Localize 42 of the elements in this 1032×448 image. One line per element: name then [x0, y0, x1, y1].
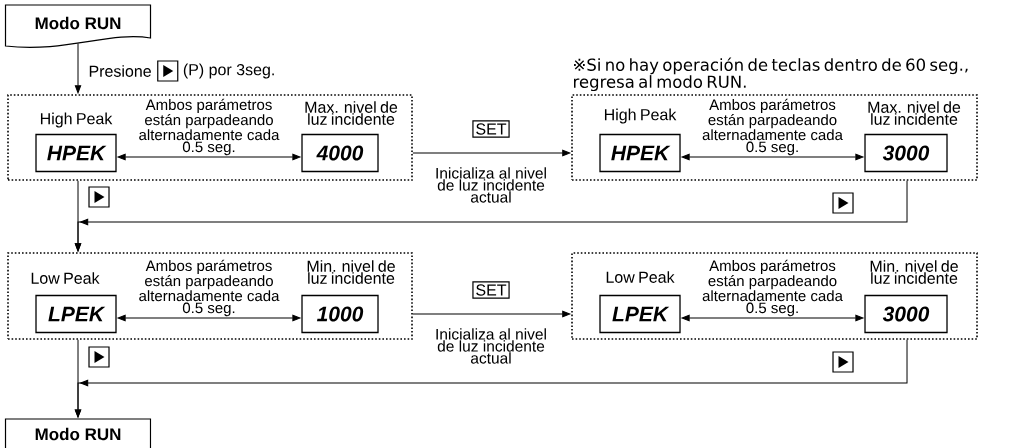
dotted-frame	[571, 94, 978, 181]
display-caption: Max. nivel de luz incidente	[868, 101, 961, 125]
display-box: 3000	[864, 294, 948, 334]
display-box: HPEK	[599, 133, 681, 173]
display-caption: Low Peak	[31, 272, 100, 284]
display-box: 1000	[301, 294, 379, 334]
arrow	[681, 153, 864, 161]
display-caption: Min. nivel de luz incidente	[307, 260, 395, 284]
arrow	[412, 149, 571, 157]
display-box: 4000	[301, 133, 379, 173]
note-text: ※Si no hay operación de teclas dentro de 60 seg., regresa al modo RUN.	[574, 57, 968, 92]
display-caption: Low Peak	[606, 271, 675, 283]
arrow	[117, 153, 301, 161]
action-text: Inicializa al nivel de luz incidente actual	[436, 167, 546, 203]
display-box: HPEK	[35, 133, 117, 173]
edge-label: Ambos parámetros están parpadeando alternadamente cada 0.5 seg.	[139, 259, 280, 317]
arrow	[74, 339, 908, 418]
display-box: 3000	[864, 133, 948, 173]
arrow	[74, 43, 82, 94]
arrow	[681, 314, 864, 322]
display-box: LPEK	[35, 294, 117, 334]
mode-tab: Modo RUN	[4, 4, 152, 48]
arrow	[117, 314, 301, 322]
dotted-frame	[571, 252, 978, 340]
arrow	[74, 180, 908, 252]
display-caption: Max. nivel de luz incidente	[305, 101, 398, 125]
set-key: SET	[472, 281, 510, 299]
display-caption: High Peak	[40, 112, 113, 128]
set-key: SET	[472, 120, 510, 138]
edge-label: Ambos parámetros están parpadeando alternadamente cada 0.5 seg.	[702, 98, 843, 156]
arrow	[412, 310, 571, 318]
instruction-text: (P) por 3seg.	[183, 63, 274, 79]
edge-label: Ambos parámetros están parpadeando alternadamente cada 0.5 seg.	[139, 98, 280, 156]
edge-label: Presione	[89, 65, 151, 77]
edge-label: Ambos parámetros están parpadeando alternadamente cada 0.5 seg.	[702, 259, 843, 317]
action-text: Inicializa al nivel de luz incidente actual	[436, 328, 546, 364]
display-caption: Min. nivel de luz incidente	[870, 260, 958, 284]
dotted-frame	[7, 252, 413, 340]
display-box: LPEK	[599, 294, 681, 334]
display-caption: High Peak	[604, 108, 677, 124]
dotted-frame	[7, 94, 413, 181]
mode-box: Modo RUN	[4, 418, 152, 448]
